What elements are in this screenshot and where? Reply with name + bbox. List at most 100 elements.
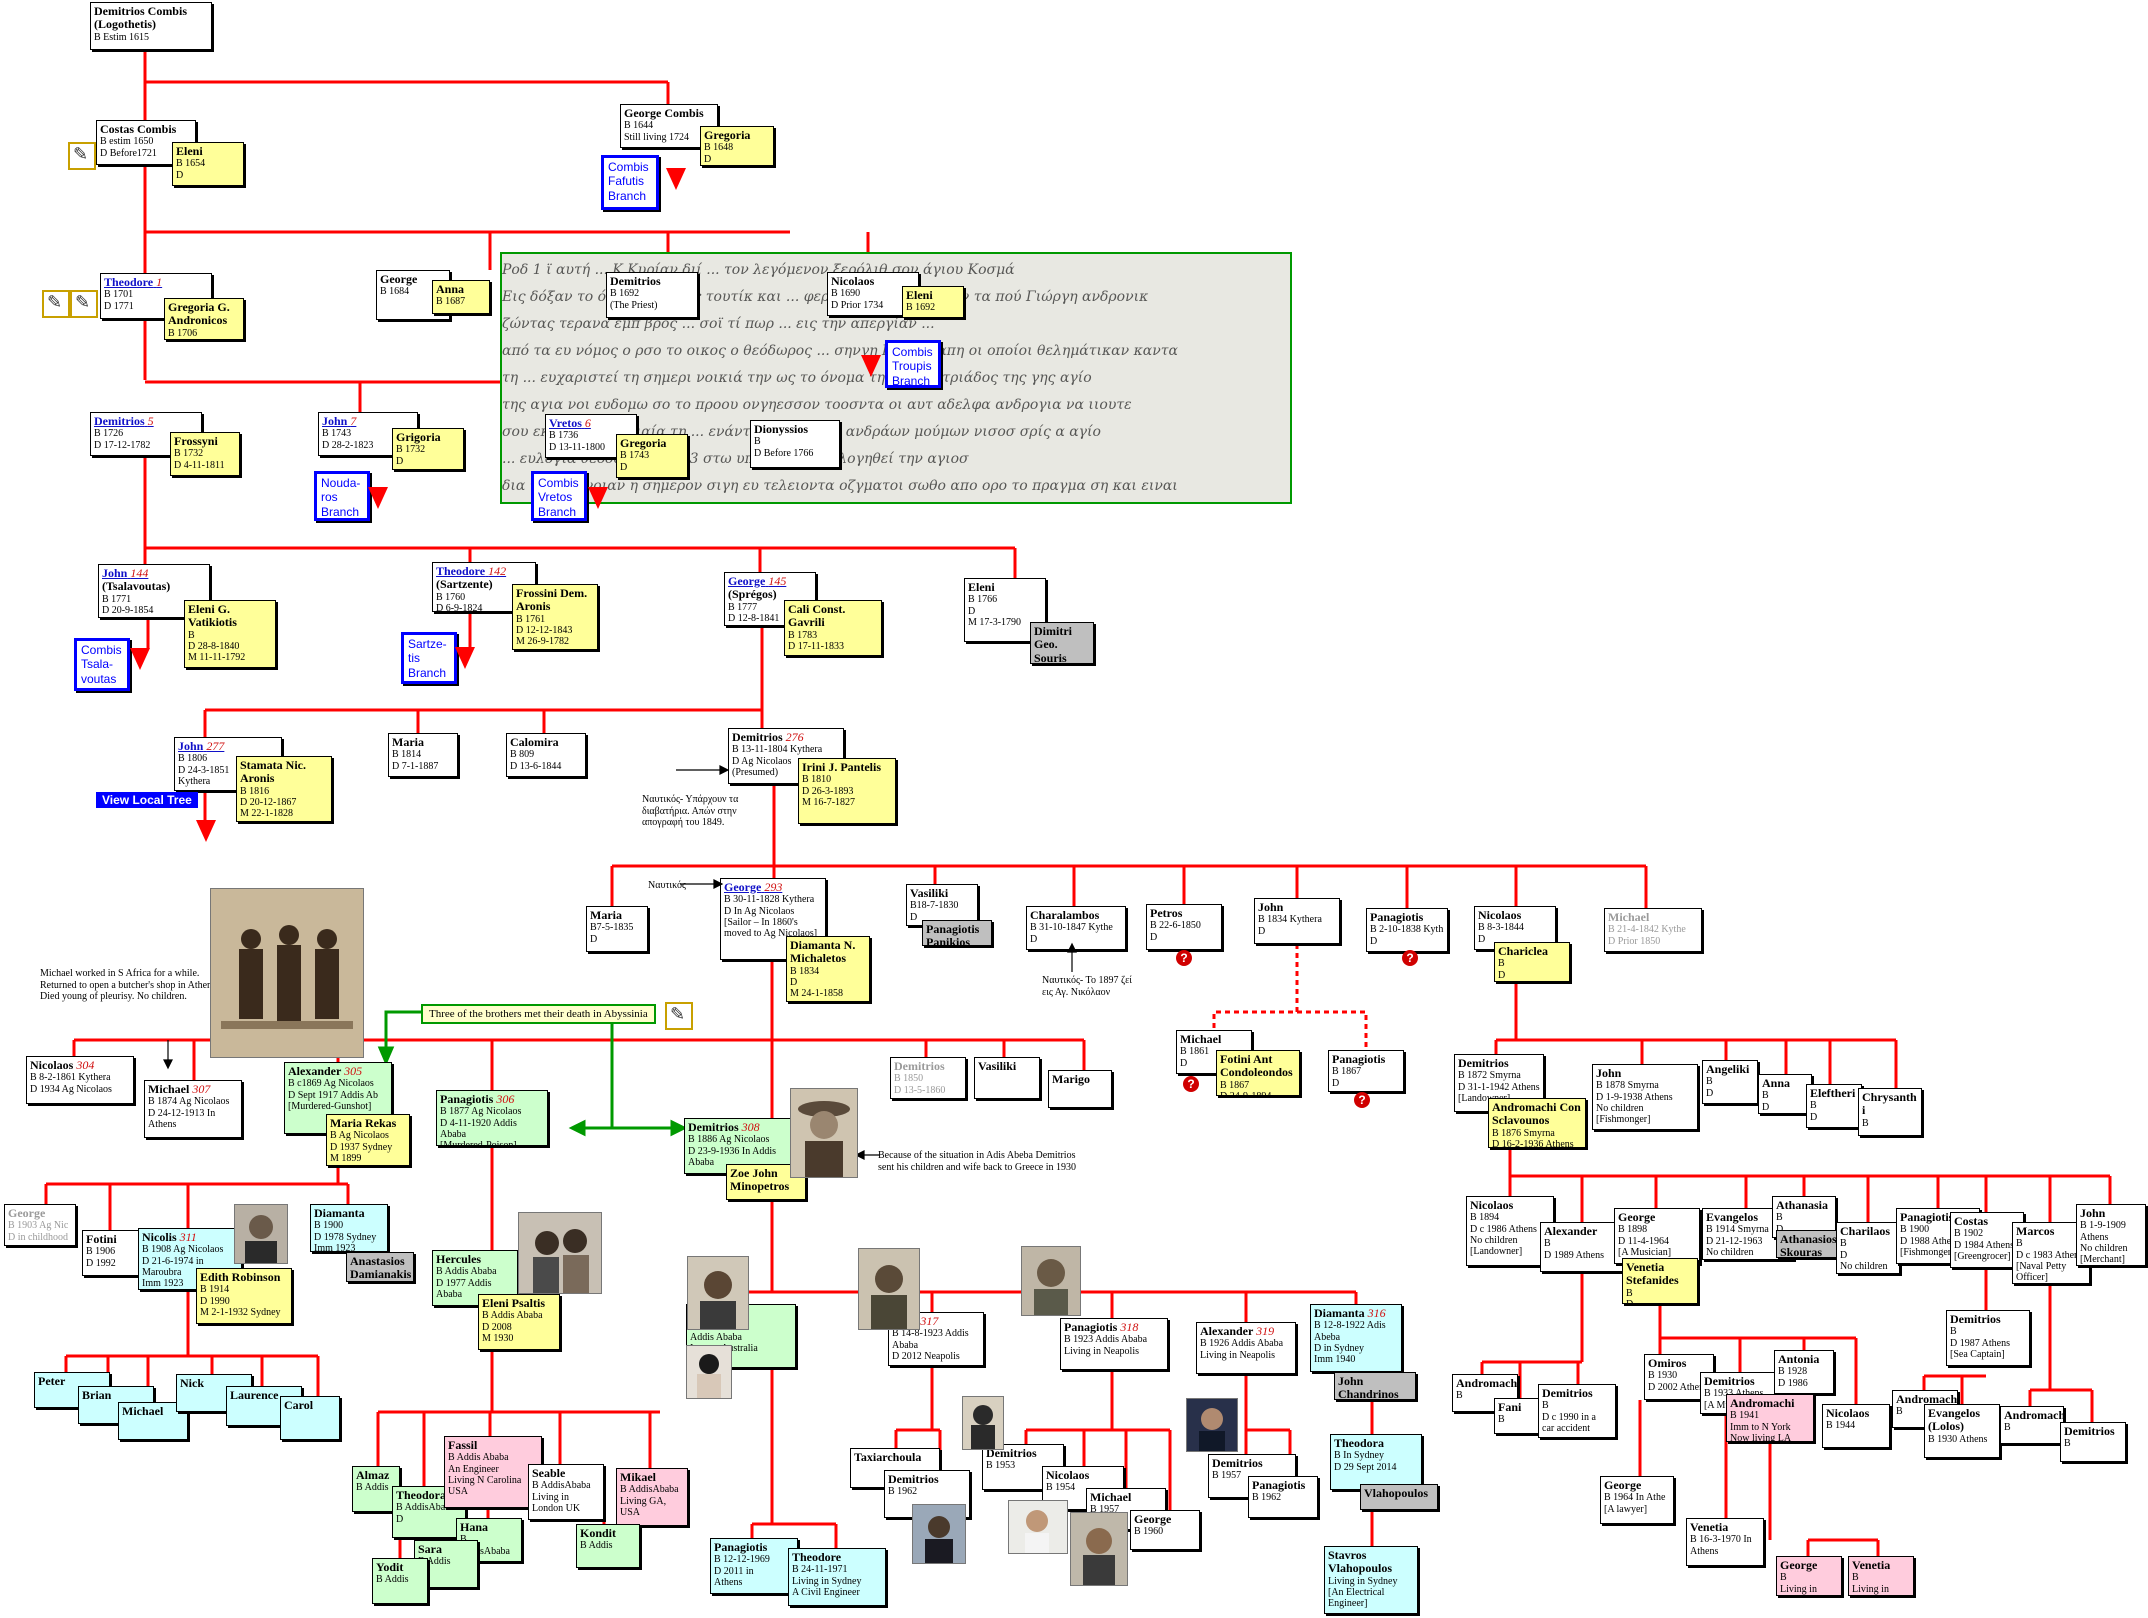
down-arrow-icon[interactable] xyxy=(130,648,150,670)
person-name: Venetia xyxy=(1690,1520,1729,1534)
branch-link-vretos[interactable]: Combis Vretos Branch xyxy=(531,471,587,521)
person-name[interactable]: Vretos 6 xyxy=(549,416,591,430)
unknown-question-icon: ? xyxy=(1354,1092,1370,1108)
down-arrow-icon[interactable] xyxy=(588,487,608,509)
person-michael-c: Michael xyxy=(118,1402,188,1440)
person-name: Fotini xyxy=(86,1232,117,1246)
portrait-photo xyxy=(518,1212,602,1294)
life-detail: D 4-11-1811 xyxy=(174,459,225,471)
down-arrow-icon[interactable] xyxy=(666,168,686,190)
person-name: Nicolaos xyxy=(1046,1468,1090,1482)
person-dem-combis: Demitrios Combis (Logothetis)B Estim 161… xyxy=(90,2,212,50)
person-name: Anna xyxy=(436,282,465,296)
life-detail: B 1930 xyxy=(1648,1370,1678,1382)
life-detail: B 1872 Smyrna xyxy=(1458,1070,1521,1082)
person-name: Frossyni xyxy=(174,434,218,448)
life-detail: [Sea Captain] xyxy=(1950,1348,2005,1360)
life-detail: D 31-1-1942 Athens xyxy=(1458,1081,1540,1093)
source-document-icon[interactable] xyxy=(42,290,70,318)
branch-link-sartzetis[interactable]: Sartze-tis Branch xyxy=(401,632,457,684)
down-arrow-icon[interactable] xyxy=(196,820,216,842)
life-detail: B 1816 xyxy=(240,785,270,797)
view-local-tree-button[interactable]: View Local Tree xyxy=(96,792,198,808)
source-document-icon[interactable] xyxy=(665,1002,693,1030)
person-name: Panagiotis 318 xyxy=(1064,1320,1139,1334)
life-detail: B 1743 xyxy=(620,450,650,462)
person-name: Gregoria xyxy=(620,436,667,450)
record-number: 1 xyxy=(156,275,163,289)
down-arrow-icon[interactable] xyxy=(861,355,881,377)
record-number: 144 xyxy=(130,566,149,580)
unknown-question-icon: ? xyxy=(1402,950,1418,966)
down-arrow-icon[interactable] xyxy=(368,487,388,509)
person-name: Nicolaos xyxy=(831,274,875,288)
person-name: Marigo xyxy=(1052,1072,1090,1086)
person-name: George xyxy=(1604,1478,1642,1492)
person-name: Maria xyxy=(590,908,622,922)
manuscript-line: ζώντας τερανα έμπ βρός ... σοϊ τί πωρ ..… xyxy=(502,316,935,332)
life-detail: B xyxy=(1780,1572,1787,1584)
life-detail: B 1878 Smyrna xyxy=(1596,1080,1659,1092)
record-number: 306 xyxy=(496,1092,515,1106)
branch-link-troupis[interactable]: Combis Troupis Branch xyxy=(885,340,941,388)
life-detail: D c 1986 Athens xyxy=(1470,1223,1537,1235)
down-arrow-icon[interactable] xyxy=(455,647,475,669)
record-number: 6 xyxy=(584,416,591,430)
life-detail: D xyxy=(1180,1057,1188,1069)
person-name: Anastasios Damianakis xyxy=(350,1254,412,1282)
life-detail: B 16-3-1970 In xyxy=(1690,1534,1752,1546)
person-vlahopoulos: Vlahopoulos xyxy=(1360,1484,1438,1510)
life-detail: B 1654 xyxy=(176,158,206,170)
person-name: Gregoria G. Andronicos xyxy=(168,300,230,328)
person-name: Yodit xyxy=(376,1560,404,1574)
person-name[interactable]: Demitrios 5 xyxy=(94,414,154,428)
life-detail: D Ag Nicolaos xyxy=(732,755,792,767)
person-name: Alexander xyxy=(1544,1224,1598,1238)
person-name[interactable]: Theodore 1 xyxy=(104,275,163,289)
person-name: Fassil xyxy=(448,1438,478,1452)
person-name[interactable]: John 277 xyxy=(178,739,225,753)
life-detail: B 1926 Addis Ababa xyxy=(1200,1338,1284,1350)
life-detail: D 1771 xyxy=(104,300,134,312)
life-detail: B 1690 xyxy=(831,288,861,300)
life-detail: Ababa xyxy=(688,1156,715,1168)
person-name: Eleni xyxy=(176,144,203,158)
source-document-icon[interactable] xyxy=(68,142,96,170)
person-name[interactable]: George 293 xyxy=(724,880,783,894)
note-nautikos: Ναυτικός- Υπάρχουν τα διαβατήρια. Απών σ… xyxy=(642,794,739,828)
person-name: Fotini Ant Condoleondos xyxy=(1220,1052,1293,1080)
branch-link-tsalavoutas[interactable]: Combis Tsala-voutas xyxy=(74,638,130,691)
person-name: Vlahopoulos xyxy=(1364,1486,1429,1500)
nickname: (Sprégos) xyxy=(728,587,777,602)
person-name: Nicolaos 304 xyxy=(30,1058,95,1072)
life-detail: B 1930 Athens xyxy=(1928,1433,1988,1445)
life-detail: D 1989 Athens xyxy=(1544,1249,1604,1261)
person-name[interactable]: George 145 xyxy=(728,574,787,588)
life-detail: D in childhood xyxy=(8,1231,68,1243)
life-detail: Kythera xyxy=(178,775,211,787)
person-name[interactable]: Theodore 142 xyxy=(436,564,507,578)
person-name: Eleni xyxy=(906,288,933,302)
person-name: Diamanta 316 xyxy=(1314,1306,1386,1320)
life-detail: B 31-10-1847 Kythe xyxy=(1030,922,1113,934)
person-name[interactable]: John 7 xyxy=(322,414,357,428)
portrait-photo xyxy=(858,1248,920,1330)
branch-link-noudaros[interactable]: Nouda-ros Branch xyxy=(314,471,370,521)
person-name[interactable]: John 144 xyxy=(102,566,149,580)
life-detail: D 1988 Athens xyxy=(1900,1235,1960,1247)
branch-link-fafutis[interactable]: Combis Fafutis Branch xyxy=(601,155,659,210)
source-document-icon[interactable] xyxy=(70,290,98,318)
